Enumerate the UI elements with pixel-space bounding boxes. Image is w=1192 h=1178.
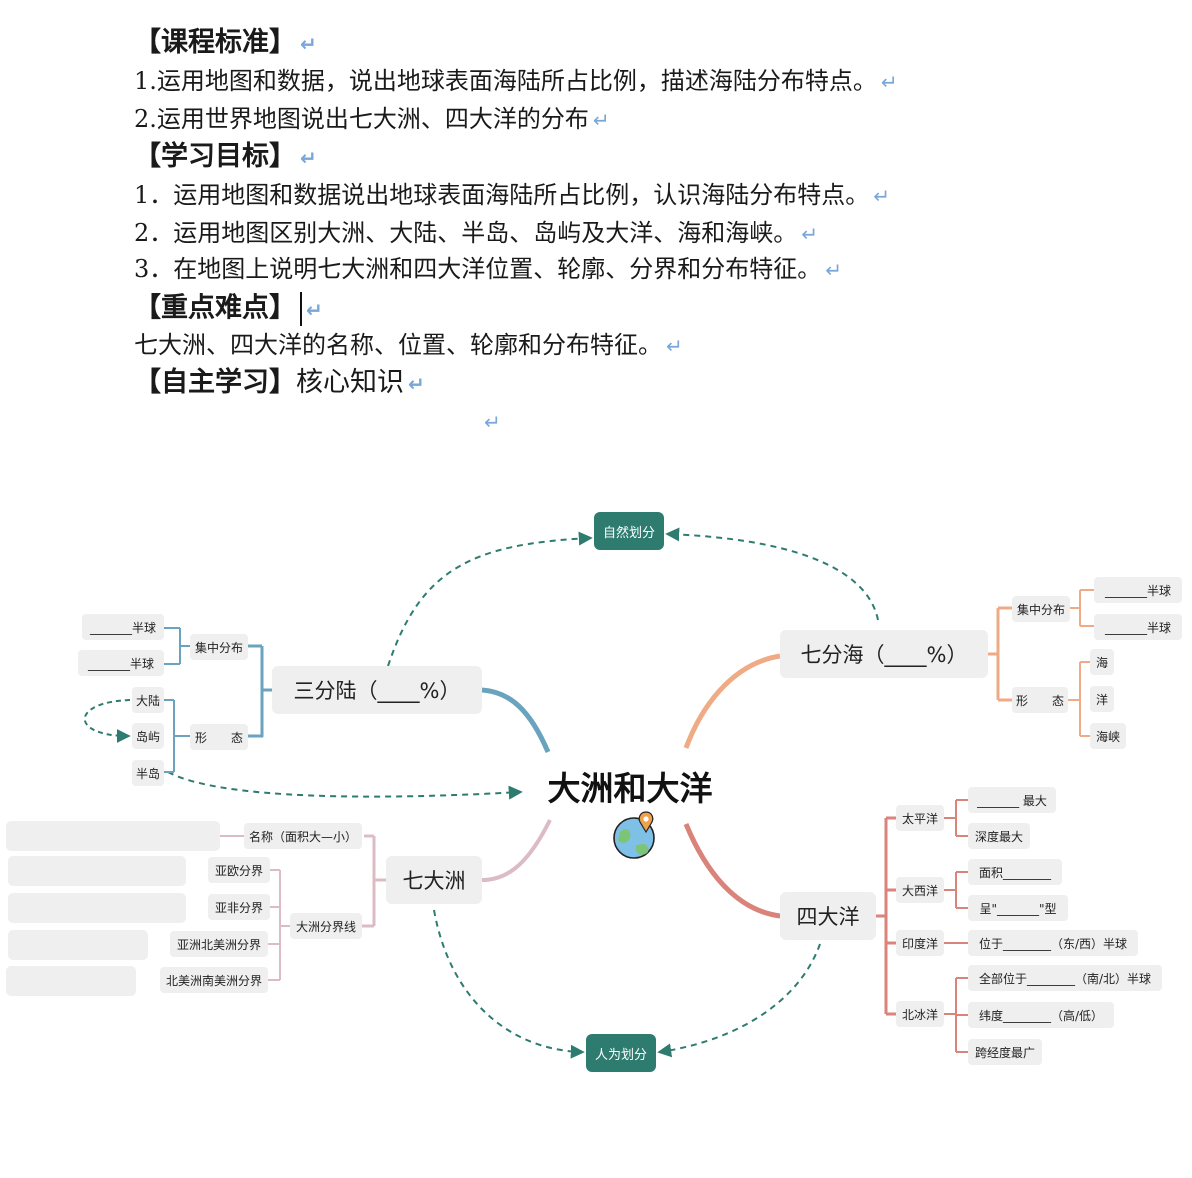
boundary-asia-africa-answer[interactable] <box>8 893 186 923</box>
land-hemisphere-2[interactable]: _______半球 <box>78 650 164 676</box>
return-mark-icon: ↵ <box>880 70 898 94</box>
course-standard-item-1: 1.运用地图和数据，说出地球表面海陆所占比例，描述海陆分布特点。↵ <box>134 66 898 97</box>
sea-form-node[interactable]: 形 态 <box>1012 687 1068 713</box>
sea-form-strait[interactable]: 海峡 <box>1090 723 1126 749</box>
center-title: 大洲和大洋 <box>547 769 713 808</box>
return-mark-icon: ↵ <box>408 372 425 396</box>
arctic-item-latitude[interactable]: 纬度________（高/低） <box>968 1002 1114 1028</box>
item-text: 3．在地图上说明七大洲和四大洋位置、轮廓、分界和分布特征。 <box>134 255 822 283</box>
item-text: 1．运用地图和数据说出地球表面海陆所占比例，认识海陆分布特点。 <box>134 181 870 209</box>
boundary-asia-northamerica[interactable]: 亚洲北美洲分界 <box>170 931 268 957</box>
boundary-asia-europe-answer[interactable] <box>8 856 186 886</box>
land-concentration-node[interactable]: 集中分布 <box>190 634 248 660</box>
learning-goal-item-3: 3．在地图上说明七大洲和四大洋位置、轮廓、分界和分布特征。↵ <box>134 254 842 285</box>
learning-goal-item-1: 1．运用地图和数据说出地球表面海陆所占比例，认识海陆分布特点。↵ <box>134 180 890 211</box>
boundary-asia-northamerica-answer[interactable] <box>8 930 148 960</box>
arctic-item-hemisphere[interactable]: 全部位于________（南/北）半球 <box>968 965 1162 991</box>
text-cursor <box>300 292 302 326</box>
empty-paragraph: ↵ <box>480 406 501 437</box>
heading-text: 【重点难点】 <box>134 292 296 324</box>
course-standard-item-2: 2.运用世界地图说出七大洲、四大洋的分布↵ <box>134 104 610 135</box>
key-points-heading: 【重点难点】 ↵ <box>134 292 323 326</box>
return-mark-icon: ↵ <box>666 334 683 358</box>
atlantic-item-shape[interactable]: 呈"_______"型 <box>968 895 1068 921</box>
land-hemisphere-1[interactable]: _______半球 <box>82 614 164 640</box>
return-mark-icon: ↵ <box>306 297 323 322</box>
continent-name-node[interactable]: 名称（面积大—小） <box>244 823 362 849</box>
sea-form-ocean[interactable]: 洋 <box>1090 686 1114 712</box>
arctic-node[interactable]: 北冰洋 <box>896 1001 944 1027</box>
item-text: 1.运用地图和数据，说出地球表面海陆所占比例，描述海陆分布特点。 <box>134 67 877 95</box>
item-text: 2.运用世界地图说出七大洲、四大洋的分布 <box>134 105 589 133</box>
key-points-text: 七大洲、四大洋的名称、位置、轮廓和分布特征。↵ <box>134 330 683 361</box>
heading-text: 【学习目标】 <box>134 141 296 172</box>
sea-hemisphere-2[interactable]: _______半球 <box>1094 614 1182 640</box>
sea-form-sea[interactable]: 海 <box>1090 649 1114 675</box>
item-text: 七大洲、四大洋的名称、位置、轮廓和分布特征。 <box>134 331 662 359</box>
land-form-mainland[interactable]: 大陆 <box>132 687 164 713</box>
sea-hemisphere-1[interactable]: _______半球 <box>1094 577 1182 603</box>
indian-item-hemisphere[interactable]: 位于________（东/西）半球 <box>968 930 1138 956</box>
land-form-island[interactable]: 岛屿 <box>132 723 164 749</box>
atlantic-node[interactable]: 大西洋 <box>896 877 944 903</box>
continents-node[interactable]: 七大洲 <box>386 856 482 904</box>
human-division-node[interactable]: 人为划分 <box>586 1034 656 1072</box>
arctic-item-longitude[interactable]: 跨经度最广 <box>968 1039 1042 1065</box>
pacific-item-largest[interactable]: _______ 最大 <box>968 787 1056 813</box>
self-study-heading: 【自主学习】核心知识↵ <box>134 368 425 399</box>
return-mark-icon: ↵ <box>873 184 891 208</box>
heading-rest-text: 核心知识 <box>296 367 404 398</box>
connector-lines <box>83 527 1094 1059</box>
continent-boundary-node[interactable]: 大洲分界线 <box>290 913 362 939</box>
natural-division-node[interactable]: 自然划分 <box>594 512 664 550</box>
learning-goal-heading: 【学习目标】↵ <box>134 142 317 173</box>
item-text: 2．运用地图区别大洲、大陆、半岛、岛屿及大洋、海和海峡。 <box>134 219 798 247</box>
continent-name-answer[interactable] <box>6 821 220 851</box>
return-mark-icon: ↵ <box>484 410 501 434</box>
globe-icon <box>613 811 655 859</box>
return-mark-icon: ↵ <box>300 32 317 56</box>
heading-text: 【课程标准】 <box>134 27 296 58</box>
course-standard-heading: 【课程标准】↵ <box>134 28 317 59</box>
sea-concentration-node[interactable]: 集中分布 <box>1012 596 1070 622</box>
mind-map: 自然划分 人为划分 大洲和大洋 三分陆（____%） 七分海（____%） 七大… <box>0 440 1192 1160</box>
boundary-asia-europe[interactable]: 亚欧分界 <box>208 857 270 883</box>
return-mark-icon: ↵ <box>592 108 610 132</box>
sea-node[interactable]: 七分海（____%） <box>780 630 988 678</box>
return-mark-icon: ↵ <box>801 222 819 246</box>
land-form-node[interactable]: 形 态 <box>190 724 248 750</box>
return-mark-icon: ↵ <box>825 258 843 282</box>
boundary-asia-africa[interactable]: 亚非分界 <box>208 894 270 920</box>
land-form-peninsula[interactable]: 半岛 <box>132 760 164 786</box>
boundary-north-south-america[interactable]: 北美洲南美洲分界 <box>160 967 268 993</box>
indian-node[interactable]: 印度洋 <box>896 930 944 956</box>
heading-text: 【自主学习】 <box>134 367 296 398</box>
return-mark-icon: ↵ <box>300 146 317 170</box>
boundary-north-south-america-answer[interactable] <box>6 966 136 996</box>
pacific-item-deepest[interactable]: 深度最大 <box>968 823 1030 849</box>
learning-goal-item-2: 2．运用地图区别大洲、大陆、半岛、岛屿及大洋、海和海峡。↵ <box>134 218 818 249</box>
oceans-node[interactable]: 四大洋 <box>780 892 876 940</box>
atlantic-item-area[interactable]: 面积________ <box>968 859 1062 885</box>
land-node[interactable]: 三分陆（____%） <box>272 666 482 714</box>
pacific-node[interactable]: 太平洋 <box>896 805 944 831</box>
